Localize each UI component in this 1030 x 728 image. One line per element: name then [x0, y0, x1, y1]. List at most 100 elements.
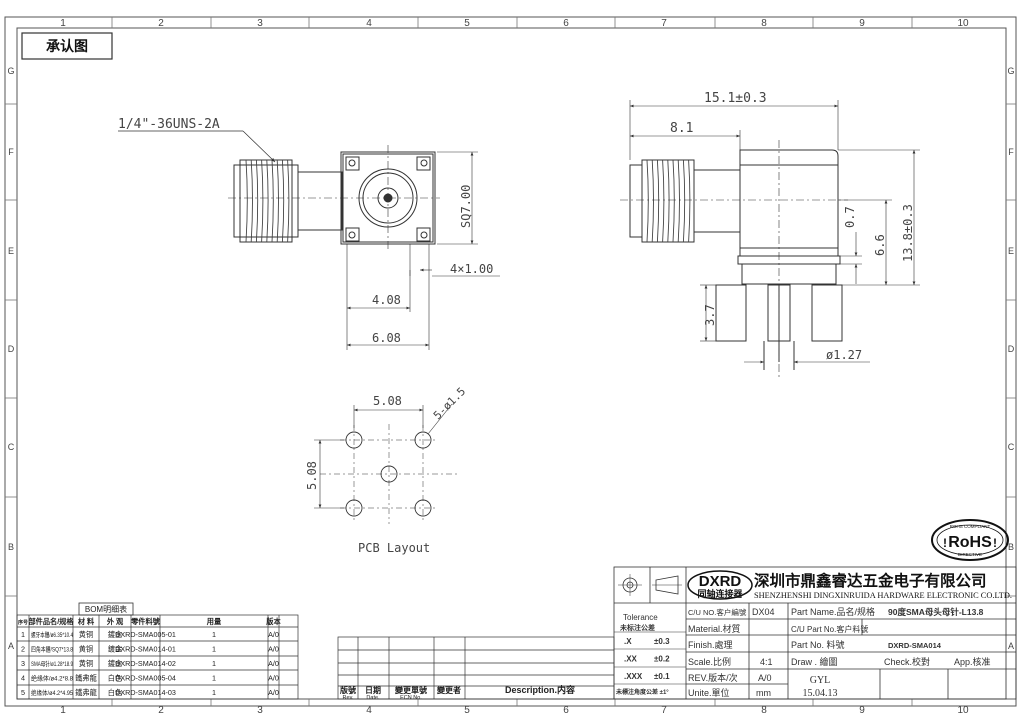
rohs-left-exclaim: !: [943, 536, 947, 550]
rohs-bottom-text: DIRECTIVE: [958, 552, 982, 557]
grid-col-top: 8: [761, 18, 767, 29]
title-block-text: ±0.1: [654, 672, 670, 681]
title-block-text: Part Name.品名/规格: [791, 606, 875, 617]
bom-cell: A/0: [268, 674, 279, 683]
bom-cell: 四角本體/SQ7*13.8: [31, 645, 73, 654]
grid-row-right: E: [1008, 246, 1014, 256]
title-block-text: 未标注公差: [620, 623, 655, 632]
revision-subheader: Date.: [366, 695, 380, 701]
title-block-text: .X: [624, 637, 632, 646]
bom-cell: 黄铜: [79, 645, 93, 654]
bom-cell: 1: [212, 688, 216, 697]
bom-cell: 1: [212, 674, 216, 683]
bom-cell: A/0: [268, 659, 279, 668]
grid-row-labels-left: G F E D C B A: [7, 66, 14, 651]
title-block-text: mm: [756, 688, 771, 698]
bom-cell: 3: [21, 659, 25, 668]
grid-col-top: 6: [563, 18, 569, 29]
pcb-holes-label: 5-ø1.5: [431, 385, 468, 422]
logo-sub: 同轴连接器: [697, 588, 743, 599]
bom-header-cell: 版本: [266, 617, 281, 626]
bom-cell: 鍍金: [108, 659, 122, 668]
logo-text: DXRD: [699, 573, 742, 590]
revision-subheader: Rev.: [343, 695, 354, 701]
grid-row-left: D: [8, 344, 15, 354]
title-block-text: C/U Part No.客户料號: [791, 624, 868, 634]
bom-cell: 1: [21, 630, 25, 639]
pcb-caption: PCB Layout: [358, 541, 430, 555]
dim-0-7-label: 0.7: [843, 206, 857, 228]
grid-col-top: 1: [60, 18, 66, 29]
title-block-text: .XX: [624, 655, 638, 664]
bom-cell: 鍍金: [108, 630, 122, 639]
bom-cell: 2: [21, 645, 25, 654]
bom-cell: DXRD-SMA014-01: [115, 645, 176, 654]
revision-header: 日期: [365, 685, 381, 695]
grid-row-left: B: [8, 542, 14, 552]
title-block-text: Scale.比例: [688, 656, 731, 667]
title-block-text: Finish.處理: [688, 639, 733, 650]
grid-col-top: 7: [661, 18, 667, 29]
grid-col-top: 2: [158, 18, 164, 29]
bom-cell: 白色: [108, 688, 122, 697]
grid-col-bottom: 8: [761, 705, 767, 716]
bom-title: BOM明细表: [85, 604, 127, 614]
grid-col-bottom: 10: [957, 705, 969, 716]
title-block-text: ±0.3: [654, 637, 670, 646]
bom-cell: 白色: [108, 674, 122, 683]
bom-cell: SMA母针/ø1.28*18.9: [31, 659, 73, 668]
bom-cell: 1: [212, 645, 216, 654]
rohs-mark: RoHS: [948, 534, 992, 551]
title-block-text: 15.04.13: [803, 688, 838, 699]
bom-cell: 螺牙本體/ø6.35*10.4: [31, 630, 73, 639]
side-view: [620, 100, 920, 380]
title-block-text: 4:1: [760, 657, 773, 667]
grid-row-right: G: [1007, 66, 1014, 76]
bom-cell: DXRD-SMA005-04: [115, 674, 176, 683]
grid-row-left: C: [8, 442, 15, 452]
grid-col-bottom: 7: [661, 705, 667, 716]
pcb-width-label: 5.08: [373, 394, 402, 408]
bom-cell: 鍍金: [108, 645, 122, 654]
bom-header-cell: 部件品名/规格: [28, 617, 74, 626]
grid-row-left: F: [8, 147, 14, 157]
height-label: 13.8±0.3: [901, 204, 915, 262]
title-block-text: App.核准: [954, 656, 991, 667]
rohs-right-exclaim: !: [993, 536, 997, 550]
grid-row-left: E: [8, 246, 14, 256]
bom-cell: DXRD-SMA014-02: [115, 659, 176, 668]
title-block-text: C/U NO.客户編號: [688, 607, 747, 617]
grid-col-bottom: 1: [60, 705, 66, 716]
grid-col-top: 9: [859, 18, 865, 29]
holes-dim-label: 4×1.00: [450, 262, 493, 276]
grid-row-left: G: [7, 66, 14, 76]
dim-6-08-label: 6.08: [372, 331, 401, 345]
pcb-layout: [314, 403, 458, 524]
bom-cell: 黄铜: [79, 659, 93, 668]
front-view: [118, 130, 500, 350]
grid-col-top: 5: [464, 18, 470, 29]
title-block-text: Unite.單位: [688, 687, 730, 698]
title-block-text: A/0: [758, 673, 772, 683]
grid-col-top: 4: [366, 18, 372, 29]
title-block-text: Material.材質: [688, 623, 741, 634]
bom-cell: 绝缘体/ø4.2*8.8: [31, 674, 73, 683]
pcb-height-label: 5.08: [305, 461, 319, 490]
grid-col-top: 10: [957, 18, 969, 29]
title-block-text: .XXX: [624, 672, 643, 681]
company-name-cn: 深圳市鼎鑫睿达五金电子有限公司: [754, 571, 987, 590]
bom-header-cell: 外 观: [106, 617, 124, 626]
dim-6-6-label: 6.6: [873, 234, 887, 256]
grid-row-right: F: [1008, 147, 1014, 157]
grid-col-bottom: 4: [366, 705, 372, 716]
grid-row-right: D: [1008, 344, 1015, 354]
bom-cell: A/0: [268, 645, 279, 654]
bom-cell: 黄铜: [79, 630, 93, 639]
bom-cell: 1: [212, 630, 216, 639]
approval-stamp: 承认图: [46, 38, 88, 54]
grid-row-left: A: [8, 641, 14, 651]
